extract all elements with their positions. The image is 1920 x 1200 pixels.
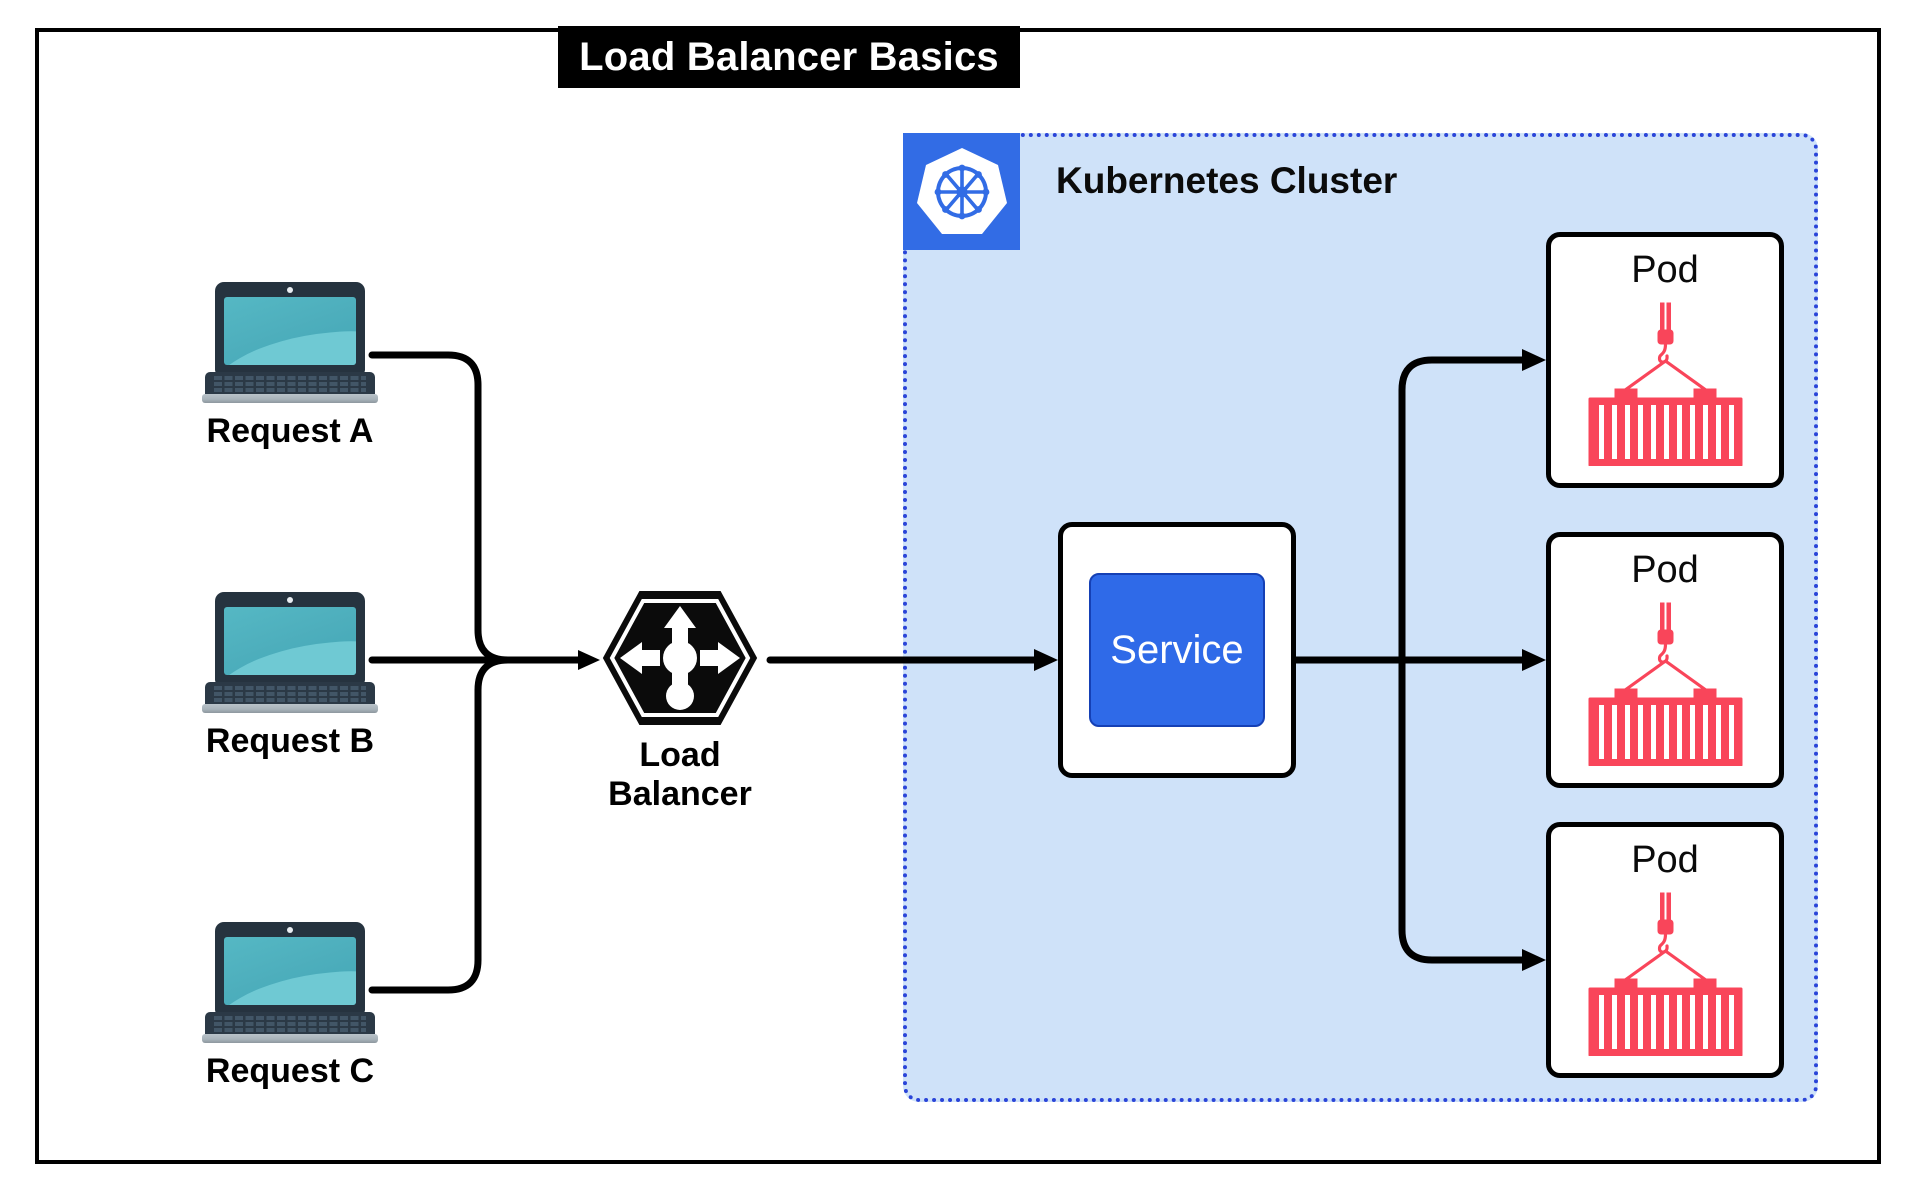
load-balancer-node[interactable]: Load Balancer [600,588,760,813]
laptop-camera-icon [287,597,293,603]
pod-label: Pod [1631,549,1699,591]
laptop-keyboard [205,372,375,396]
service-chip: Service [1089,573,1265,727]
client-label: Request A [206,412,374,450]
pod-label: Pod [1631,839,1699,881]
laptop-camera-icon [287,287,293,293]
pod-node-3[interactable]: Pod [1546,822,1784,1078]
laptop-base [202,704,378,713]
laptop-screen [224,607,356,675]
laptop-screen [224,297,356,365]
client-request-a[interactable]: Request A [202,282,378,450]
load-balancer-label: Load Balancer [560,736,800,814]
cluster-title: Kubernetes Cluster [1056,160,1398,201]
load-balancer-label-line2: Balancer [608,775,752,814]
load-balancer-label-line1: Load [639,736,721,774]
container-crane-icon [1588,602,1743,766]
pod-node-1[interactable]: Pod [1546,232,1784,488]
kubernetes-helm-icon [903,133,1020,250]
laptop-keyboard [205,682,375,706]
client-label: Request C [205,1052,375,1090]
client-request-c[interactable]: Request C [202,922,378,1090]
laptop-base [202,1034,378,1043]
page-title: Load Balancer Basics [558,26,1020,88]
pod-node-2[interactable]: Pod [1546,532,1784,788]
laptop-lid [215,592,365,684]
client-label: Request B [205,722,375,760]
container-crane-icon [1588,302,1743,466]
laptop-base [202,394,378,403]
laptop-camera-icon [287,927,293,933]
pod-label: Pod [1631,249,1699,291]
client-request-b[interactable]: Request B [202,592,378,760]
laptop-keyboard [205,1012,375,1036]
laptop-lid [215,282,365,374]
laptop-icon [202,922,378,1043]
service-node[interactable]: Service [1058,522,1296,778]
container-crane-icon [1588,892,1743,1056]
laptop-screen [224,937,356,1005]
laptop-icon [202,592,378,713]
laptop-icon [202,282,378,403]
laptop-lid [215,922,365,1014]
load-balancer-hexagon-icon [602,591,758,725]
